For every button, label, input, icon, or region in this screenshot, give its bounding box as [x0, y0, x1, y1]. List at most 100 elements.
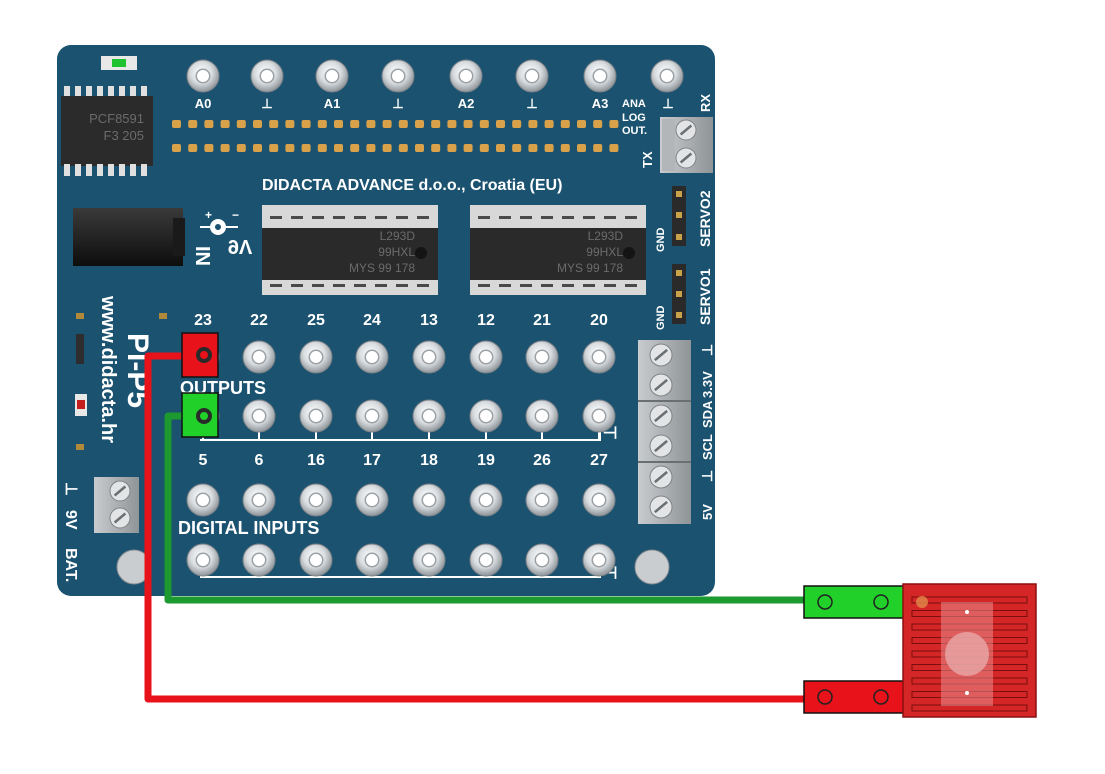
- analog-pad[interactable]: [449, 59, 483, 93]
- input-pad[interactable]: [186, 483, 220, 517]
- output-pad-lower[interactable]: [299, 399, 333, 433]
- label-tx: TX: [640, 151, 655, 168]
- header-pin: [431, 144, 441, 152]
- input-pad[interactable]: [469, 483, 503, 517]
- input-number: 17: [363, 452, 381, 469]
- header-pin: [334, 144, 343, 152]
- input-number: 6: [255, 452, 264, 469]
- header-pin: [301, 120, 311, 128]
- label-gnd-right: ⊥: [699, 344, 715, 356]
- input-pad[interactable]: [242, 483, 276, 517]
- header-pin: [544, 144, 554, 152]
- header-pin: [220, 120, 230, 128]
- input-pad-ground[interactable]: [299, 543, 333, 577]
- label-gnd-servo2: GND: [655, 228, 667, 253]
- header-pin: [544, 120, 554, 128]
- header-pin: [236, 120, 246, 128]
- header-pin: [496, 120, 505, 128]
- analog-pad[interactable]: [583, 59, 617, 93]
- green-sensor-connector: [803, 585, 905, 619]
- output-pad-12[interactable]: [469, 340, 503, 374]
- label-sda: SDA: [700, 400, 715, 428]
- output-pad-24[interactable]: [355, 340, 389, 374]
- red-wire-plug: [181, 332, 219, 378]
- output-number: 23: [194, 312, 212, 329]
- output-number: 12: [477, 312, 495, 329]
- output-pad-25[interactable]: [299, 340, 333, 374]
- input-pad[interactable]: [355, 483, 389, 517]
- header-pin: [496, 144, 505, 152]
- header-pin: [317, 144, 327, 152]
- input-pad-ground[interactable]: [469, 543, 503, 577]
- header-pin: [301, 144, 311, 152]
- output-number: 20: [590, 312, 608, 329]
- header-pin: [382, 144, 392, 152]
- header-pin: [512, 120, 522, 128]
- analog-pad[interactable]: [250, 59, 284, 93]
- analog-label: A2: [458, 96, 475, 111]
- chip1-line1: L293D: [380, 229, 416, 243]
- input-pad-ground[interactable]: [525, 543, 559, 577]
- input-number: 26: [533, 452, 551, 469]
- header-pin: [204, 144, 214, 152]
- header-pin: [285, 120, 295, 128]
- header-pin: [188, 144, 198, 152]
- label-5v: 5V: [700, 504, 715, 520]
- input-number: 18: [420, 452, 438, 469]
- output-pad-lower[interactable]: [412, 399, 446, 433]
- dc-power-jack: [73, 208, 185, 266]
- analog-label: A0: [195, 96, 212, 111]
- header-pin: [479, 144, 489, 152]
- analog-pad[interactable]: [650, 59, 684, 93]
- header-pin: [528, 144, 538, 152]
- input-pad-ground[interactable]: [355, 543, 389, 577]
- output-pad-21[interactable]: [525, 340, 559, 374]
- pcb-board: [57, 45, 715, 596]
- adc-chip-label-1: PCF8591: [89, 111, 144, 126]
- battery-terminal: [94, 477, 139, 533]
- red-wire: [144, 352, 809, 703]
- input-pad-ground[interactable]: [186, 543, 220, 577]
- header-pin: [447, 120, 457, 128]
- output-number: 21: [533, 312, 551, 329]
- power-minus: −: [232, 208, 239, 222]
- output-pad-lower[interactable]: [582, 399, 616, 433]
- output-pad-lower[interactable]: [525, 399, 559, 433]
- chip1-line3: MYS 99 178: [349, 261, 415, 275]
- maker-label: DIDACTA ADVANCE d.o.o., Croatia (EU): [262, 177, 562, 194]
- analog-pad[interactable]: [515, 59, 549, 93]
- output-pad-13[interactable]: [412, 340, 446, 374]
- header-pin: [528, 120, 538, 128]
- analog-pad[interactable]: [186, 59, 220, 93]
- battery-bat-label: BAT.: [62, 548, 79, 582]
- header-pin: [269, 120, 279, 128]
- header-pin: [220, 144, 230, 152]
- battery-volt-label: 9V: [62, 510, 79, 530]
- output-pad-lower[interactable]: [355, 399, 389, 433]
- header-pin: [512, 144, 522, 152]
- header-pin: [447, 144, 457, 152]
- input-pad[interactable]: [412, 483, 446, 517]
- analog-pad[interactable]: [381, 59, 415, 93]
- input-pad-ground[interactable]: [412, 543, 446, 577]
- header-pin: [463, 120, 473, 128]
- output-pad-20[interactable]: [582, 340, 616, 374]
- header-pin: [236, 144, 246, 152]
- chip2-line1: L293D: [588, 229, 624, 243]
- analog-pad[interactable]: [315, 59, 349, 93]
- header-pin: [398, 144, 408, 152]
- power-plus: +: [205, 208, 212, 222]
- header-pin: [609, 120, 619, 128]
- input-pad[interactable]: [299, 483, 333, 517]
- chip2-line2: 99HXL: [586, 245, 623, 259]
- output-number: 24: [363, 312, 381, 329]
- sensor-board: [902, 583, 1037, 718]
- output-pad-lower[interactable]: [469, 399, 503, 433]
- input-pad-ground[interactable]: [582, 543, 616, 577]
- input-pad-ground[interactable]: [242, 543, 276, 577]
- output-pad-22[interactable]: [242, 340, 276, 374]
- input-pad[interactable]: [582, 483, 616, 517]
- output-pad-lower[interactable]: [242, 399, 276, 433]
- input-pad[interactable]: [525, 483, 559, 517]
